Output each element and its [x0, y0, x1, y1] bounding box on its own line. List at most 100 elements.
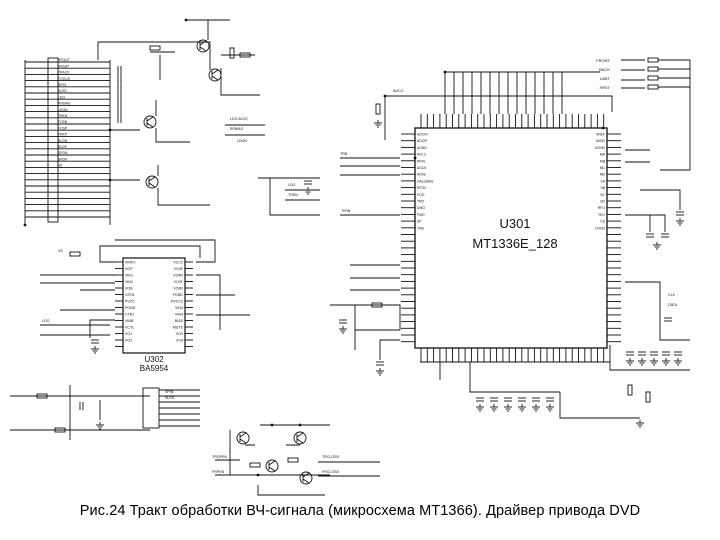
net-label: SLDP: [58, 145, 68, 149]
net-label: FRONT: [596, 58, 610, 63]
net-label: RFDAT: [58, 64, 69, 68]
transistor-emitter: [199, 46, 207, 52]
junction-dot: [108, 178, 112, 182]
u301-pin-label: VREF: [596, 133, 605, 137]
u302-pin-label: VCC2: [173, 261, 183, 265]
wire: [420, 361, 610, 393]
net-label: LDO: [58, 95, 65, 99]
transistor-q2: [208, 68, 222, 82]
net-label: TRKN: [288, 193, 298, 197]
transistor-collector: [148, 176, 156, 182]
u301-pin-label: AVDD: [596, 139, 606, 143]
resistor-symbol: [149, 45, 161, 51]
resistor-symbol: [249, 462, 261, 468]
u302-pin-label: VO3F: [174, 280, 184, 284]
net-label: RFBIAS: [230, 127, 244, 131]
wire: [40, 274, 115, 284]
net-label: TRACK: [58, 71, 70, 75]
u302-pin-label: VO4R: [173, 274, 183, 278]
u302-pin-label: VO4F: [174, 267, 184, 271]
transistor-q4: [145, 175, 159, 189]
net-label: BACK: [599, 67, 610, 72]
wire: [625, 281, 690, 341]
net-label: RFIN: [342, 209, 351, 213]
resistor-symbol: [647, 75, 659, 81]
net-label: FRPEN: [212, 470, 225, 474]
u301-pin-label: MA: [600, 153, 606, 157]
junction-dot: [184, 18, 188, 22]
transistor-collector: [199, 40, 207, 46]
net-label: AVCC: [393, 88, 404, 93]
resistor-symbol: [375, 103, 381, 115]
u302-pin-label: PVCC2: [171, 300, 183, 304]
net-label: CLK: [668, 293, 676, 297]
transistor-emitter: [211, 75, 219, 81]
resistor-symbol: [54, 427, 66, 433]
transistor-collector: [296, 432, 304, 438]
u301-pin-label: AGCK: [417, 166, 427, 170]
transistor-q1: [196, 39, 210, 53]
resistor-symbol: [647, 57, 659, 63]
bus-wire: [384, 95, 430, 140]
net-label: FCSN: [58, 120, 68, 124]
connector-body: [47, 57, 59, 223]
net-label: FOCUS: [58, 77, 71, 81]
u302-pin-label: PGND: [173, 293, 184, 297]
wire: [155, 100, 210, 206]
u302-pin-label: VOB: [125, 287, 133, 291]
net-label: TRKP: [58, 133, 68, 137]
u301-chip-body: [414, 127, 608, 349]
bus-wire: [430, 95, 613, 112]
transistor-q7: [265, 459, 279, 473]
wire: [150, 51, 175, 80]
u301-pin-label: RFO: [598, 206, 606, 210]
transistor-q5: [236, 431, 250, 445]
u301-pin-label: HALLBIAS: [417, 179, 434, 183]
u301-pin-label: TRB: [417, 226, 425, 230]
u302-pin-label: CTB1: [125, 313, 134, 317]
u302-pin-label: VIN1: [125, 274, 133, 278]
u301-pin-label: RFGC: [417, 186, 427, 190]
transistor-q8: [299, 471, 313, 485]
u301-pin-label: FMO: [417, 213, 425, 217]
u301-pin-label: MC: [600, 166, 606, 170]
u302-pin-label: MUTE: [173, 326, 184, 330]
junction-dot: [383, 94, 387, 98]
net-label: FCSP: [58, 126, 68, 130]
wire: [40, 324, 110, 336]
net-label: RFOUT: [58, 58, 70, 62]
u301-pin-label: SC: [600, 193, 605, 197]
wire: [609, 345, 690, 371]
resistor-symbol: [645, 391, 651, 403]
u302-pin-label: VINFC: [125, 261, 136, 265]
u302-ref: U302: [144, 355, 164, 364]
junction-dot: [413, 156, 417, 160]
u301-ref: U301: [499, 216, 530, 231]
wire: [625, 149, 681, 210]
u301-pin-label: DMO: [417, 206, 425, 210]
u301-pin-label: SB: [600, 186, 605, 190]
net-label: LDO AVCC: [230, 117, 248, 121]
junction-dot: [108, 128, 112, 132]
resistor-symbol: [627, 384, 633, 396]
u301-pin-label: AGND: [417, 146, 427, 150]
u301-pin-label: ADCIP: [417, 139, 428, 143]
net-label: TRKN: [58, 114, 68, 118]
wire: [69, 385, 101, 440]
junction-dot: [23, 223, 27, 227]
net-label: SLDN: [58, 139, 68, 143]
u301-pin-label: CE: [600, 220, 605, 224]
u301-pin-label: SP: [417, 220, 422, 224]
net-label: SPDP: [58, 157, 68, 161]
u302-pin-label: VSTB: [125, 293, 135, 297]
wire: [330, 304, 401, 350]
u302-pin-label: VO1: [125, 332, 132, 336]
transistor-emitter: [268, 466, 276, 472]
u302-pin-label: VIN2: [125, 280, 133, 284]
u302-pin-label: VO3: [176, 332, 183, 336]
u301-pin-label: MD: [600, 173, 606, 177]
u301-pin-label: DVDD: [595, 226, 605, 230]
net-label: FRCLOSE: [322, 470, 340, 474]
junction-dot: [256, 473, 260, 477]
wire: [350, 264, 400, 291]
